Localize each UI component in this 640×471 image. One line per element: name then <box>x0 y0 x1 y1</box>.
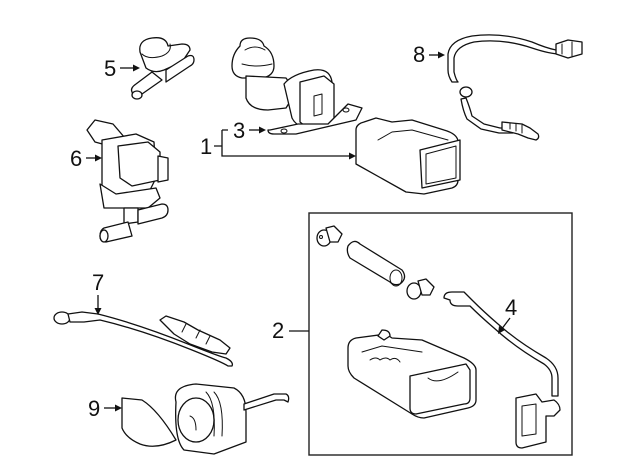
callout-9-arrowhead <box>115 404 122 412</box>
callout-4-arrowhead <box>498 326 505 334</box>
callout-2-label: 2 <box>272 318 284 343</box>
callout-1-arrowhead <box>349 152 356 160</box>
part-8-oxygen-sensor-upper[interactable] <box>447 34 583 141</box>
part-4-hose-with-connector[interactable] <box>443 291 561 449</box>
part-2-charcoal-canister[interactable] <box>347 329 477 419</box>
callout-4-label: 4 <box>505 295 517 320</box>
callout-5-label: 5 <box>104 56 116 81</box>
callout-7-arrowhead <box>94 308 102 315</box>
callout-9-label: 9 <box>88 396 100 421</box>
callout-4-leader <box>500 317 511 331</box>
kit-2-frame <box>308 212 573 456</box>
callout-7-label: 7 <box>92 270 104 295</box>
callout-3-arrowhead <box>259 126 266 134</box>
part-2-hose-piece[interactable] <box>346 240 406 287</box>
callout-8-label: 8 <box>413 42 425 67</box>
callout-6-label: 6 <box>70 146 82 171</box>
callout-1-leader <box>214 129 352 157</box>
part-1-filter-box[interactable] <box>355 117 461 195</box>
callout-3-label: 3 <box>233 118 245 143</box>
part-2-clamp-lower[interactable] <box>406 278 435 300</box>
part-7-oxygen-sensor-lower[interactable] <box>53 311 234 367</box>
part-9-vacuum-actuator[interactable] <box>121 383 290 455</box>
part-3-valve-with-bracket[interactable] <box>231 37 363 135</box>
part-6-switching-valve[interactable] <box>86 119 169 243</box>
callout-1-label: 1 <box>200 134 212 159</box>
callout-6-arrowhead <box>95 154 102 162</box>
part-5-valve[interactable] <box>130 37 195 100</box>
part-2-clamp-upper[interactable] <box>316 225 343 247</box>
callout-8-arrowhead <box>438 51 445 59</box>
callout-5-arrowhead <box>133 64 140 72</box>
